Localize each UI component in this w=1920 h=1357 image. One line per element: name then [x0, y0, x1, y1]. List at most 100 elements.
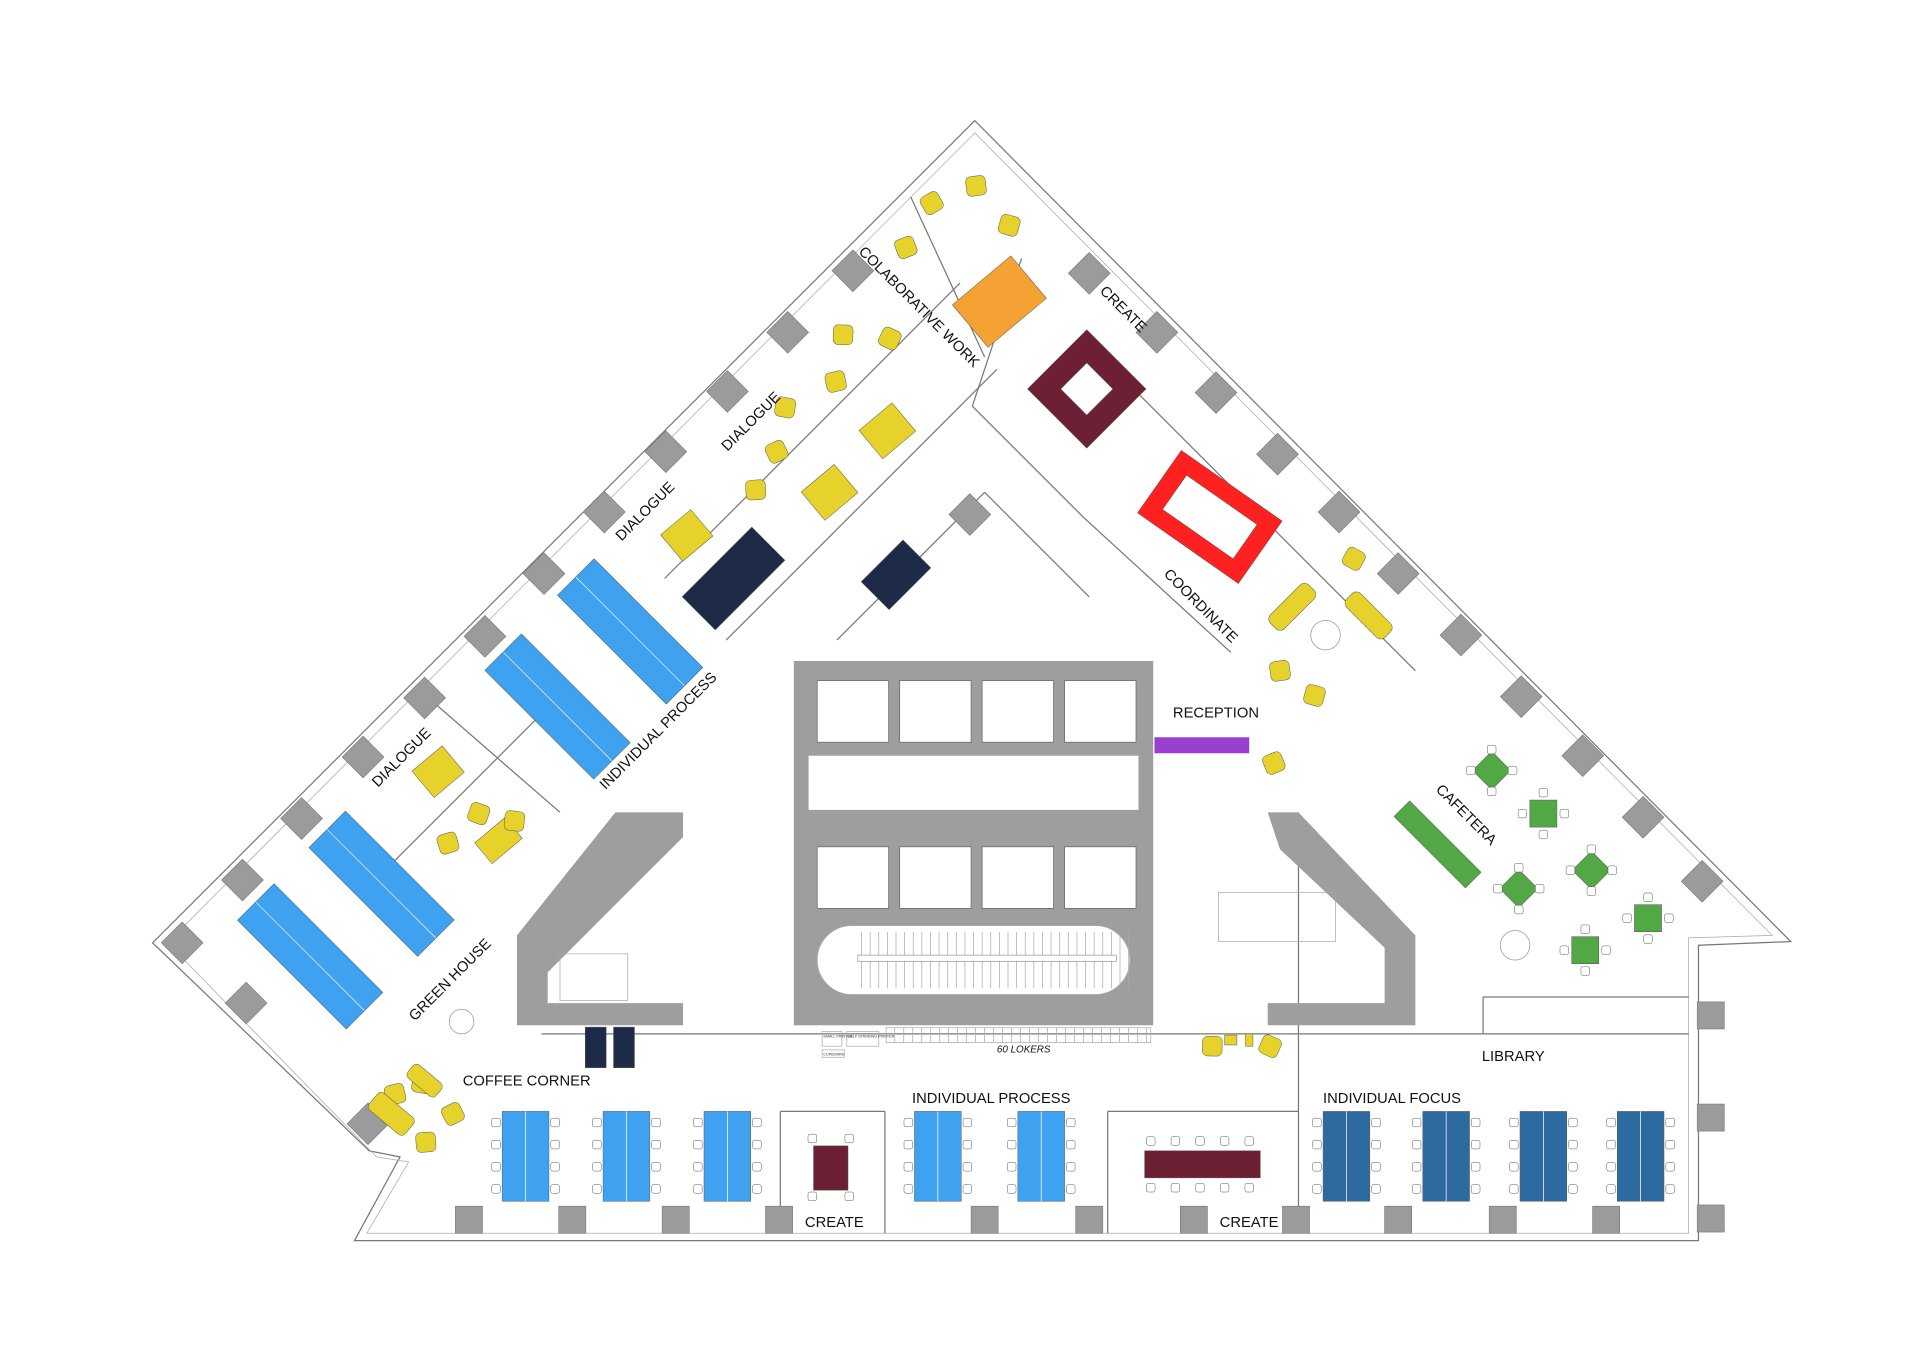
wall [910, 196, 986, 358]
chair [1665, 1184, 1675, 1194]
wall [971, 405, 1084, 518]
lounge-chair [415, 1131, 437, 1153]
self-standing-printer [846, 1031, 880, 1047]
column [1067, 251, 1111, 295]
chair [651, 1117, 661, 1128]
chair [1371, 1117, 1381, 1128]
chair [1007, 1117, 1017, 1128]
chair [1514, 863, 1524, 873]
label-coffee-corner: COFFEE CORNER [463, 1074, 591, 1090]
chair [1146, 1136, 1156, 1146]
chair [1538, 788, 1548, 798]
chair [1568, 1162, 1578, 1172]
chair [903, 1162, 913, 1172]
cupboard-label: CUPBOARD [823, 1052, 844, 1056]
label-library: LIBRARY [1482, 1049, 1545, 1065]
dialogue-table [858, 402, 917, 460]
chair [592, 1117, 602, 1128]
column [1317, 490, 1361, 534]
elevator-cabin [1064, 680, 1137, 743]
column [522, 552, 566, 595]
navy-desk [584, 1026, 607, 1068]
side-table [1224, 1034, 1238, 1046]
chair [550, 1162, 560, 1172]
cupboard [821, 1049, 845, 1058]
lounge-chair [824, 370, 847, 393]
elevator-cabin [899, 846, 972, 909]
lounge-chair [503, 810, 526, 832]
column [582, 490, 626, 534]
dialogue-table [660, 509, 714, 562]
chair [592, 1184, 602, 1194]
lounge-chair [1341, 546, 1366, 571]
lounge-chair [1303, 684, 1326, 707]
desk-divider [255, 901, 365, 1011]
wall [664, 282, 961, 579]
column [463, 615, 507, 658]
column [1592, 1205, 1620, 1234]
column [455, 1205, 483, 1234]
lounge-chair [894, 235, 918, 259]
elevator-cabin [981, 846, 1054, 909]
chair [1371, 1162, 1381, 1172]
chair [1412, 1117, 1422, 1128]
dialogue-table [800, 464, 859, 521]
chair [693, 1162, 703, 1172]
chair [693, 1184, 703, 1194]
elevator-cabin [816, 846, 889, 909]
chair [903, 1184, 913, 1194]
chair [1508, 765, 1518, 776]
wall [1082, 516, 1232, 653]
chair [592, 1162, 602, 1172]
chair [1066, 1184, 1076, 1194]
cafeteria-bench-table [1393, 800, 1482, 889]
sofa [406, 1063, 443, 1098]
column [1075, 1205, 1104, 1234]
chair [1312, 1117, 1322, 1128]
coordinate-table-center [1162, 474, 1258, 560]
chair [1066, 1162, 1076, 1172]
side-table [1245, 1033, 1254, 1047]
lounge-chair [878, 326, 902, 351]
elevator-cabin [816, 680, 889, 743]
lounge-chair [1258, 1034, 1282, 1058]
lockers-label: 60 LOKERS [997, 1044, 1051, 1055]
column [341, 735, 385, 779]
chair [1509, 1162, 1519, 1172]
column [160, 921, 204, 965]
label-reception: RECEPTION [1173, 706, 1259, 722]
lounge-chair [745, 479, 767, 501]
chair [1538, 829, 1548, 840]
chair [1007, 1184, 1017, 1194]
stair-landing [857, 954, 1117, 962]
chair [1568, 1184, 1578, 1194]
reception-desk [1154, 737, 1250, 754]
chair [1607, 865, 1617, 875]
chair [1509, 1140, 1519, 1150]
chair [491, 1117, 501, 1128]
lounge-chair [1269, 660, 1291, 682]
column [970, 1205, 999, 1234]
chair [752, 1140, 762, 1150]
chair [491, 1184, 501, 1194]
chair [1466, 765, 1476, 776]
chair [1146, 1183, 1156, 1193]
lounge-chair [764, 439, 789, 464]
chair [1643, 892, 1653, 902]
lounge-chair [436, 831, 460, 855]
chair [1606, 1184, 1616, 1194]
chair [1170, 1183, 1180, 1193]
chair [1565, 865, 1576, 875]
chair [1371, 1140, 1381, 1150]
chair [1412, 1140, 1422, 1150]
chair [1509, 1117, 1519, 1128]
chair [550, 1140, 560, 1150]
chair [962, 1117, 972, 1128]
toilets-right [1218, 812, 1416, 1026]
column [403, 676, 446, 720]
cafeteria-table [1529, 799, 1558, 828]
lounge-chair [467, 802, 491, 826]
column [948, 493, 992, 536]
chair [693, 1117, 703, 1128]
